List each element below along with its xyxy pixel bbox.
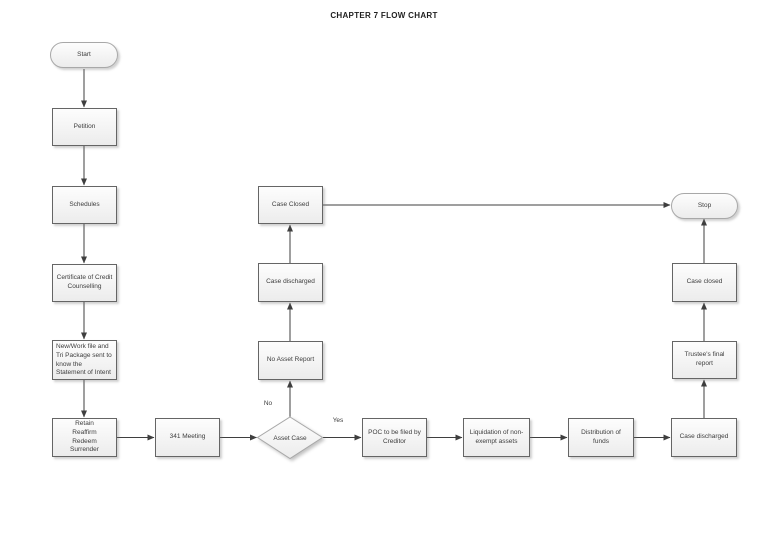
node-certificate-of-credit-counselling: Certificate of Credit Counselling (52, 264, 117, 302)
decision-diamond-shape (256, 416, 324, 460)
node-case-discharged-mid: Case discharged (258, 263, 323, 302)
edge-label-yes: Yes (332, 417, 344, 424)
node-poc-filed-by-creditor: POC to be filed by Creditor (362, 418, 427, 457)
node-distribution-of-funds: Distribution of funds (568, 418, 634, 457)
node-case-closed-mid: Case Closed (258, 186, 323, 224)
node-statement-of-intent: New/Work file and Tri Package sent to kn… (52, 340, 117, 380)
node-stop: Stop (671, 193, 738, 219)
node-no-asset-report: No Asset Report (258, 341, 323, 380)
node-liquidation-non-exempt-assets: Liquidation of non- exempt assets (463, 418, 530, 457)
node-retain-reaffirm-redeem-surrender: Retain Reaffirm Redeem Surrender (52, 418, 117, 457)
node-case-discharged-right: Case discharged (671, 418, 737, 457)
node-case-closed-right: Case closed (672, 263, 737, 302)
page-title: CHAPTER 7 FLOW CHART (330, 11, 438, 20)
node-petition: Petition (52, 108, 117, 146)
node-start: Start (50, 42, 118, 68)
edge-label-no: No (263, 400, 273, 407)
node-341-meeting: 341 Meeting (155, 418, 220, 457)
node-trustees-final-report: Trustee's final report (672, 341, 737, 379)
node-schedules: Schedules (52, 186, 117, 224)
